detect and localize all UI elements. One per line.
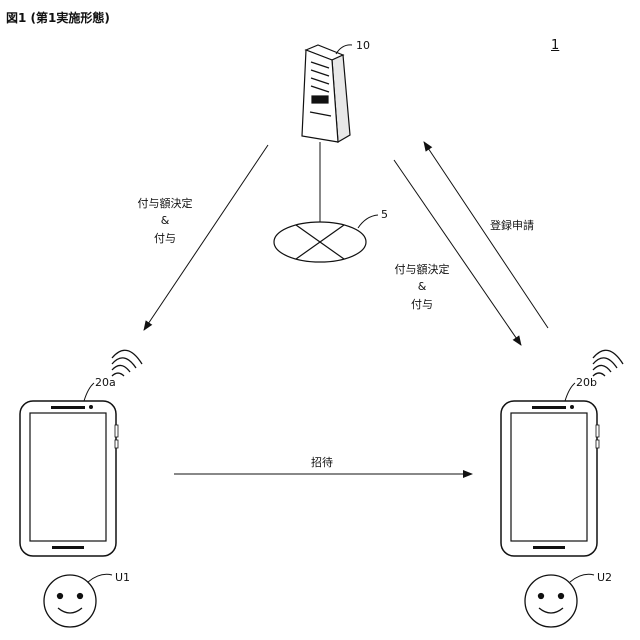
- server-icon: [302, 45, 350, 142]
- terminal-b-reference-numeral: 20b: [576, 376, 597, 389]
- user-u2-leader-line: [570, 574, 594, 582]
- smartphone-a-icon: [20, 401, 118, 556]
- terminal-b-leader-line: [565, 383, 575, 401]
- terminal-b-signal-icon: [593, 350, 623, 376]
- network-leader-line: [358, 215, 378, 228]
- invite-arrow-label: 招待: [311, 455, 333, 469]
- user-u1-smiley-icon: [44, 575, 96, 627]
- user-u2-label: U2: [597, 571, 612, 584]
- network-icon: [274, 222, 366, 262]
- arrow-server-to-terminal-b: [394, 160, 521, 345]
- user-u2-smiley-icon: [525, 575, 577, 627]
- terminal-a-reference-numeral: 20a: [95, 376, 116, 389]
- right-arrow-label-line3: 付与: [411, 298, 433, 311]
- server-reference-numeral: 10: [356, 39, 370, 52]
- left-arrow-label-line3: 付与: [154, 232, 176, 245]
- terminal-a-signal-icon: [112, 350, 142, 376]
- smartphone-b-icon: [501, 401, 599, 556]
- user-u1-label: U1: [115, 571, 130, 584]
- terminal-a-leader-line: [84, 383, 94, 401]
- network-reference-numeral: 5: [381, 208, 388, 221]
- right-arrow-label-line2: &: [418, 280, 427, 293]
- left-arrow-label-line2: &: [161, 214, 170, 227]
- register-arrow-label: 登録申請: [490, 218, 534, 232]
- right-arrow-label-line1: 付与額決定: [395, 262, 450, 276]
- arrow-terminal-b-to-server: [424, 142, 548, 328]
- left-arrow-label-line1: 付与額決定: [138, 196, 193, 210]
- user-u1-leader-line: [88, 574, 112, 582]
